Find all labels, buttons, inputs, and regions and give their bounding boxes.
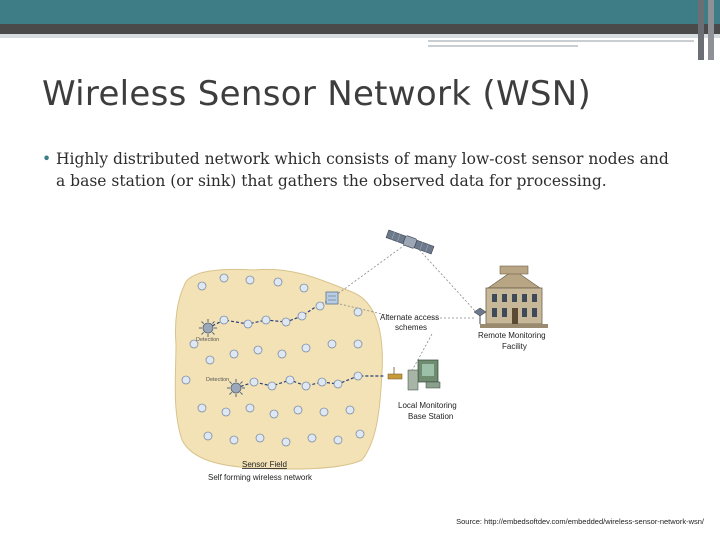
data-route — [235, 375, 384, 389]
sensor-node — [353, 307, 363, 317]
sensor-node — [189, 339, 199, 349]
sensor-node — [281, 317, 291, 327]
sensor-node — [353, 339, 363, 349]
local-monitoring-label: Base Station — [408, 412, 453, 421]
sensor-node — [297, 311, 307, 321]
bullet-item: • Highly distributed network which consi… — [42, 148, 676, 192]
sensor-node — [353, 371, 363, 381]
local-monitoring-label: Local Monitoring — [398, 401, 457, 410]
header-band-teal — [0, 0, 720, 24]
detection-label: Detection — [206, 377, 229, 383]
sensor-field-label: Sensor Field — [242, 460, 287, 469]
sensor-node — [269, 409, 279, 419]
remote-monitoring-label: Facility — [502, 342, 527, 351]
link-line — [413, 243, 477, 313]
gateway-node-icon — [387, 367, 403, 380]
sensor-node — [249, 377, 259, 387]
sensor-node — [181, 375, 191, 385]
sensor-node — [205, 355, 215, 365]
header-band-light — [0, 34, 720, 38]
sensor-node — [327, 339, 337, 349]
sensor-node — [255, 433, 265, 443]
sensor-node — [333, 379, 343, 389]
header-corner-bar — [708, 0, 714, 60]
sensor-node — [267, 381, 277, 391]
bullet-marker: • — [42, 150, 52, 168]
detection-burst-icon — [199, 319, 217, 337]
sensor-node — [245, 403, 255, 413]
gateway-node-icon — [325, 291, 339, 305]
sensor-node — [317, 377, 327, 387]
sensor-node — [345, 405, 355, 415]
sensor-node — [219, 273, 229, 283]
detection-label: Detection — [196, 337, 219, 343]
wsn-diagram-svg: Detection Detection — [174, 229, 548, 482]
sensor-node — [243, 319, 253, 329]
computer-icon — [407, 359, 441, 391]
header-corner-bar — [698, 0, 704, 60]
sensor-node — [301, 381, 311, 391]
source-citation: Source: http://embedsoftdev.com/embedded… — [456, 517, 704, 526]
bullet-text: Highly distributed network which consist… — [56, 150, 669, 190]
remote-monitoring-label: Remote Monitoring — [478, 331, 546, 340]
self-forming-label: Self forming wireless network — [208, 473, 313, 482]
link-line — [331, 243, 407, 299]
sensor-node — [307, 433, 317, 443]
sensor-node — [219, 315, 229, 325]
detection-burst-icon — [227, 379, 245, 397]
slide-title: Wireless Sensor Network (WSN) — [42, 74, 592, 114]
sensor-node — [319, 407, 329, 417]
alternate-access-label: schemes — [395, 323, 427, 332]
sensor-nodes — [181, 273, 365, 447]
header-accent-line — [428, 45, 578, 47]
sensor-node — [229, 435, 239, 445]
sensor-node — [221, 407, 231, 417]
sensor-node — [301, 343, 311, 353]
sensor-node — [315, 301, 325, 311]
sensor-node — [299, 283, 309, 293]
sensor-node — [203, 431, 213, 441]
sensor-node — [197, 403, 207, 413]
sensor-node — [261, 315, 271, 325]
sensor-node — [355, 429, 365, 439]
sensor-node — [229, 349, 239, 359]
sensor-node — [197, 281, 207, 291]
sensor-node — [253, 345, 263, 355]
sensor-node — [273, 277, 283, 287]
sensor-node — [281, 437, 291, 447]
header-band-dark — [0, 24, 720, 34]
building-icon — [480, 265, 548, 328]
header-accent-line — [428, 40, 694, 42]
sensor-node — [333, 435, 343, 445]
sensor-node — [293, 405, 303, 415]
satellite-icon — [385, 229, 435, 255]
alternate-access-label: Alternate access — [380, 313, 439, 322]
wsn-diagram: Detection Detection — [162, 224, 576, 494]
antenna-icon — [473, 307, 487, 324]
sensor-node — [245, 275, 255, 285]
sensor-node — [277, 349, 287, 359]
link-line — [339, 303, 391, 317]
sensor-node — [285, 375, 295, 385]
